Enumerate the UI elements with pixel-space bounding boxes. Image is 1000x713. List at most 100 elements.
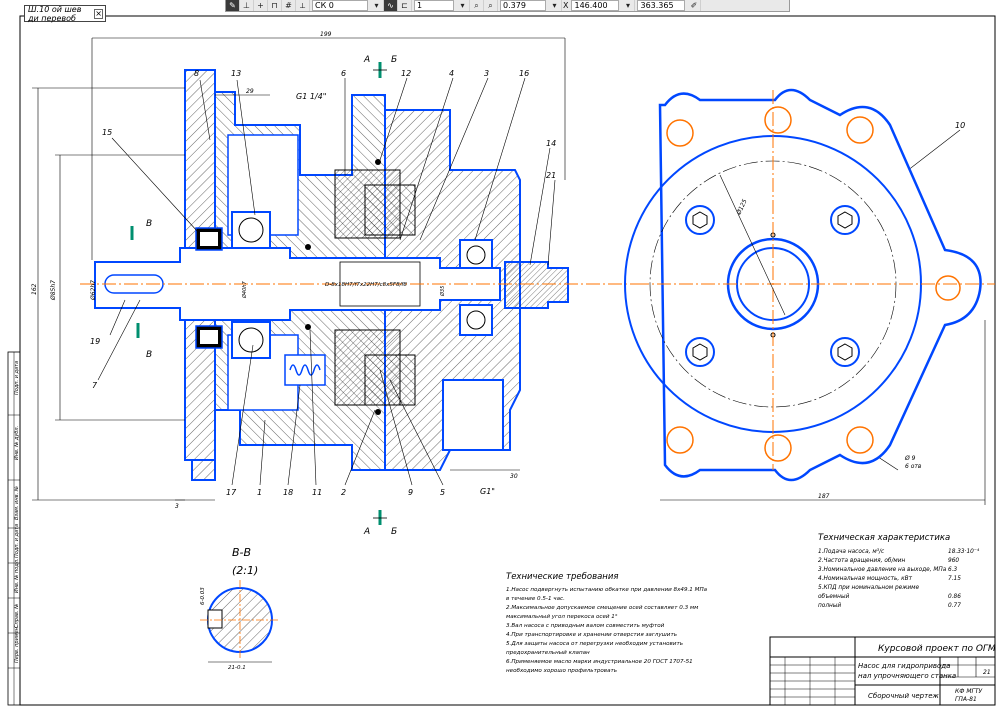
callouts: 8 13 6 12 4 3 16 15 14 21 19 7 17 1 18 1… bbox=[90, 69, 965, 497]
tech-req-item: предохранительный клапан bbox=[506, 650, 590, 656]
dim-width-187: 187 bbox=[818, 493, 830, 500]
dim-dia-85: Ø85h7 bbox=[50, 280, 57, 301]
cad-toolbar: ✎ ⊥ + ⊓ # ⟂ СК 0 ▾ ∿ ⊏ 1 ▾ ⌕ ⌕ 0.379 ▾ X… bbox=[225, 0, 790, 12]
dim-holes-count: 6 отв bbox=[905, 463, 922, 470]
layer-icon[interactable]: ⊏ bbox=[398, 0, 412, 11]
dim-thread-g1: G1" bbox=[480, 487, 495, 496]
chevron-down-icon[interactable]: ▾ bbox=[370, 0, 384, 11]
product-name-line2: нал упрочняющего станка bbox=[858, 672, 956, 680]
org-group: ГПА-81 bbox=[955, 696, 977, 703]
callout-3: 3 bbox=[484, 69, 489, 78]
callout-6: 6 bbox=[341, 69, 346, 78]
tech-char-value: 0.86 bbox=[948, 594, 961, 600]
callout-10: 10 bbox=[955, 121, 965, 130]
tech-req-item: 5.Для защиты насоса от перегрузки необхо… bbox=[506, 641, 683, 647]
dim-dia-35: Ø35 bbox=[439, 286, 446, 297]
zoom-window-icon[interactable]: ⌕ bbox=[484, 0, 498, 11]
tech-char-value: 0.77 bbox=[948, 603, 961, 609]
chevron-down-icon[interactable]: ▾ bbox=[456, 0, 470, 11]
callout-9: 9 bbox=[408, 488, 413, 497]
tech-char-value: 7.15 bbox=[948, 576, 961, 582]
sheet-count: 21 bbox=[983, 669, 991, 676]
cut-label-a: А bbox=[363, 55, 370, 65]
tech-char-title: Техническая характеристика bbox=[818, 533, 950, 543]
dim-key-depth: 21-0.1 bbox=[228, 665, 246, 671]
document-tab[interactable]: Ш.10 ой шев ди перевоб × bbox=[24, 4, 106, 23]
ortho-icon[interactable]: ⊓ bbox=[268, 0, 282, 11]
title-block-text: Курсовой проект по ОГМ Насос для гидропр… bbox=[858, 644, 996, 703]
technical-characteristics: Техническая характеристика 1.Подача насо… bbox=[818, 533, 980, 609]
section-bb-scale: (2:1) bbox=[232, 564, 258, 577]
tech-char-label: 3.Номинальное давление на выходе, МПа bbox=[818, 567, 947, 573]
dim-key-width: 6-0.03 bbox=[200, 587, 206, 605]
snap-icon[interactable]: ⊥ bbox=[240, 0, 254, 11]
tech-char-label: объемный bbox=[818, 594, 850, 600]
dim-overall-length: 199 bbox=[320, 31, 332, 38]
dimension-texts: 199 29 G1 1/4" G1" 30 3 162 Ø85h7 Ø62h7 … bbox=[31, 31, 518, 510]
tech-char-label: 2.Частота вращения, об/мин bbox=[818, 558, 906, 564]
dim-len-3: 3 bbox=[175, 503, 179, 510]
tech-req-item: 3.Вал насоса с приводным валом совместит… bbox=[506, 623, 665, 629]
curve-tool-icon[interactable]: ∿ bbox=[384, 0, 398, 11]
stamp-column-labels: Подп. и дата Инв. № дубл. Взам. инв. № П… bbox=[14, 361, 20, 663]
callout-7: 7 bbox=[92, 381, 98, 390]
callout-18: 18 bbox=[283, 488, 293, 497]
document-type: Сборочный чертеж bbox=[868, 692, 939, 700]
callout-17: 17 bbox=[226, 488, 237, 497]
dim-spline: D-8x18H7/f7x22H7/c8x5F8/f8 bbox=[325, 282, 407, 288]
tech-char-label: 4.Номинальная мощность, кВт bbox=[818, 576, 913, 582]
technical-requirements: Технические требования 1.Насос подвергну… bbox=[506, 572, 708, 674]
stamp-label: Подп. и дата bbox=[14, 361, 20, 395]
tech-char-value: 6.3 bbox=[948, 567, 958, 573]
close-icon[interactable]: × bbox=[94, 8, 103, 19]
org-name: КФ МГТУ bbox=[955, 688, 983, 695]
coord-system-icon[interactable]: ⟂ bbox=[296, 0, 310, 11]
callout-16: 16 bbox=[519, 69, 529, 78]
dim-hole: Ø 9 bbox=[904, 455, 916, 462]
callout-1: 1 bbox=[257, 488, 262, 497]
tech-req-item: необходимо хорошо профильтровать bbox=[506, 668, 617, 674]
cut-label-a-bottom: А bbox=[363, 527, 370, 537]
point-icon[interactable]: + bbox=[254, 0, 268, 11]
pen-tool-icon[interactable]: ✎ bbox=[226, 0, 240, 11]
stamp-label: Инв. № подл. bbox=[14, 559, 20, 594]
pencil-icon[interactable]: ✐ bbox=[687, 0, 702, 11]
pump-section-view[interactable] bbox=[80, 69, 640, 481]
cut-label-c-bottom: В bbox=[146, 350, 152, 360]
callout-11: 11 bbox=[312, 488, 322, 497]
stamp-label: Инв. № дубл. bbox=[14, 426, 20, 460]
section-markers: А Б А Б В В bbox=[130, 55, 397, 537]
tech-req-item: 1.Насос подвергнуть испытанию обкатке пр… bbox=[506, 587, 708, 593]
tech-req-item: максимальный угол перекоса осей 1° bbox=[506, 614, 618, 620]
dim-height-162: 162 bbox=[31, 283, 38, 295]
callout-8: 8 bbox=[194, 69, 199, 78]
callout-15: 15 bbox=[102, 128, 112, 137]
product-name: Насос для гидропривода bbox=[858, 662, 950, 670]
zoom-icon[interactable]: ⌕ bbox=[470, 0, 484, 11]
dim-thread-g14: G1 1/4" bbox=[296, 92, 326, 101]
line-select[interactable]: 1 bbox=[414, 0, 454, 11]
x-coord-field[interactable]: 146.400 bbox=[571, 0, 620, 11]
tech-req-item: 2.Максимальное допускаемое смещение осей… bbox=[506, 605, 699, 611]
y-coord-icon: ▾ bbox=[621, 0, 636, 11]
tech-req-item: в течение 0.5-1 час. bbox=[506, 596, 565, 602]
callout-12: 12 bbox=[401, 69, 411, 78]
y-coord-field[interactable]: 363.365 bbox=[637, 0, 686, 11]
tech-req-title: Технические требования bbox=[506, 572, 618, 582]
callout-14: 14 bbox=[546, 139, 556, 148]
x-coord-label: X bbox=[563, 1, 569, 10]
chevron-down-icon[interactable]: ▾ bbox=[548, 0, 562, 11]
cut-label-b: Б bbox=[391, 55, 397, 65]
tech-char-label: 1.Подача насоса, м³/с bbox=[818, 548, 885, 555]
section-bb-view: В-В (2:1) 21-0.1 6-0.03 bbox=[200, 546, 280, 671]
tech-char-label: 5.КПД при номинальном режиме bbox=[818, 585, 920, 591]
dim-dia-40: Ø40h7 bbox=[241, 281, 248, 299]
tech-req-item: 6.Применяемое масло марки индустриальное… bbox=[506, 659, 693, 665]
pump-front-view[interactable] bbox=[624, 88, 995, 482]
zoom-input[interactable]: 0.379 bbox=[500, 0, 546, 11]
grid-icon[interactable]: # bbox=[282, 0, 296, 11]
tech-char-value: 18.33·10⁻⁴ bbox=[948, 548, 980, 555]
style-select[interactable]: СК 0 bbox=[312, 0, 368, 11]
document-tab-label: Ш.10 ой шев ди перевоб bbox=[28, 4, 82, 23]
